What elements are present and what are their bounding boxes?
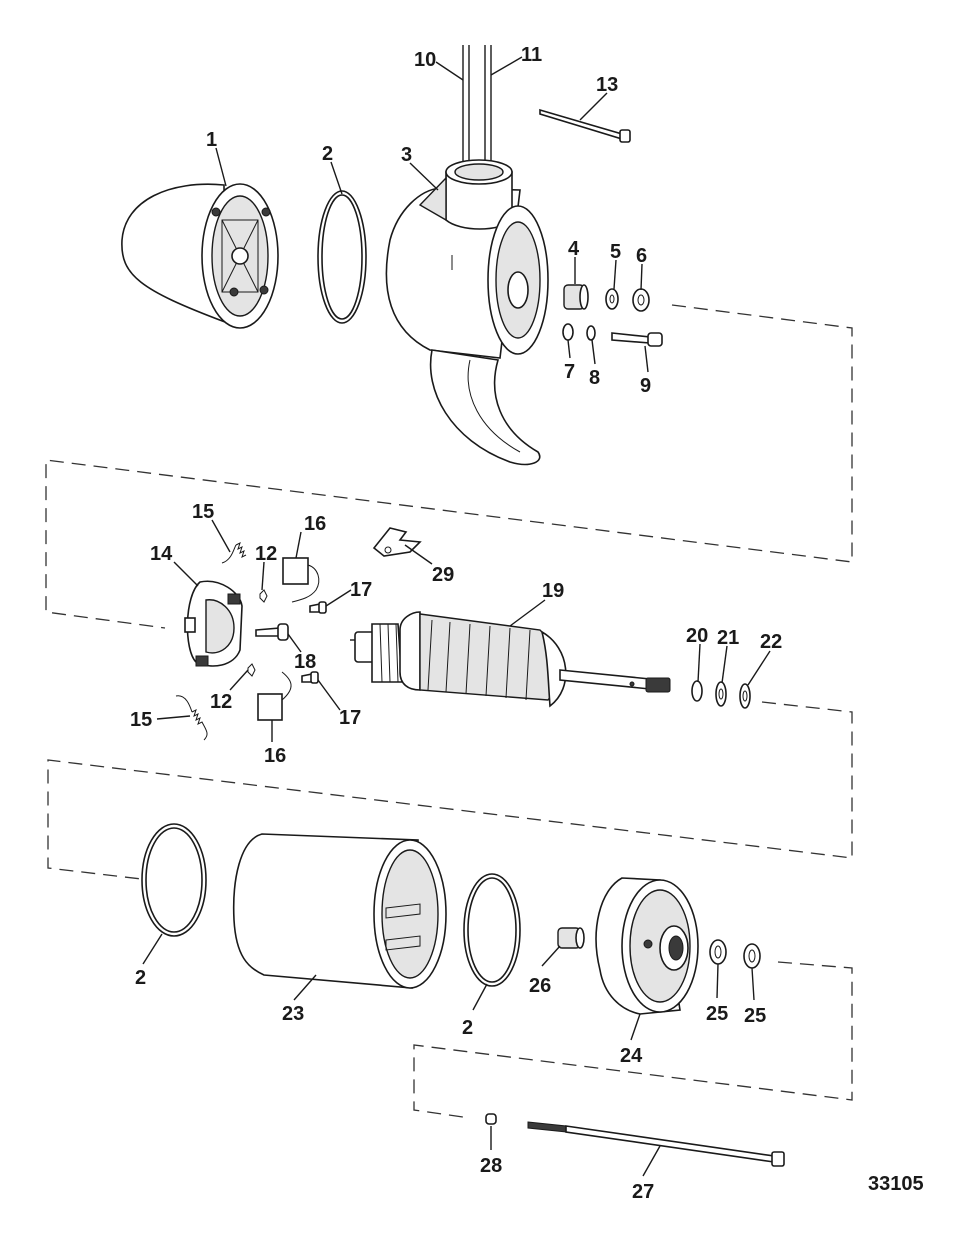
callout-24: 24 [620, 1045, 643, 1067]
callout-6: 6 [636, 245, 647, 267]
washer-6 [632, 288, 650, 312]
callout-17-bottom: 17 [339, 707, 361, 729]
callout-10: 10 [414, 49, 436, 71]
armature-19 [350, 611, 671, 708]
callout-2-top: 2 [322, 143, 333, 165]
callout-21: 21 [717, 627, 739, 649]
nut-7 [562, 323, 574, 341]
bushing-26 [557, 927, 585, 949]
motor-housing [385, 159, 549, 466]
motor-tube-23 [232, 833, 447, 989]
washer-22 [739, 683, 751, 709]
cable-pair [462, 45, 492, 170]
spring-15-top [221, 542, 247, 564]
callout-2-left: 2 [135, 967, 146, 989]
callout-16-top: 16 [304, 513, 326, 535]
bushing-4 [563, 284, 589, 310]
o-ring-middle [463, 873, 521, 987]
o-ring-top [317, 190, 367, 324]
screw-17-bottom [301, 671, 319, 684]
o-ring-left [141, 823, 207, 937]
callout-1: 1 [206, 129, 217, 151]
screw-9 [611, 332, 663, 347]
callout-7: 7 [564, 361, 575, 383]
leader-lines [142, 56, 771, 1177]
brush-plate-14 [184, 580, 243, 667]
callout-25-a: 25 [706, 1003, 728, 1025]
end-cap-24 [595, 877, 699, 1015]
screw-18 [255, 623, 289, 641]
callout-18: 18 [294, 651, 316, 673]
screw-17-top [309, 601, 327, 614]
callout-16-bottom: 16 [264, 745, 286, 767]
callout-17-top: 17 [350, 579, 372, 601]
callout-11: 11 [521, 44, 542, 66]
callout-23: 23 [282, 1003, 304, 1025]
callout-4: 4 [568, 238, 580, 260]
callout-25-b: 25 [744, 1005, 766, 1027]
callout-8: 8 [589, 367, 600, 389]
nose-cone [121, 183, 279, 329]
assembly-line-3 [413, 961, 853, 1119]
callout-22: 22 [760, 631, 782, 653]
brush-16-top [282, 557, 320, 603]
cable-tie [539, 108, 631, 143]
clip-12-top [259, 589, 268, 603]
washer-8 [586, 325, 596, 341]
callout-28: 28 [480, 1155, 502, 1177]
bearing-25-a [709, 939, 727, 965]
callout-9: 9 [640, 375, 651, 397]
washer-20 [691, 680, 703, 702]
callout-14: 14 [150, 543, 173, 565]
callout-27: 27 [632, 1181, 654, 1203]
clip-12-bottom [247, 663, 256, 677]
assembly-line-1 [45, 304, 853, 629]
spring-15-bottom [175, 695, 208, 741]
callout-12-bottom: 12 [210, 691, 232, 713]
through-bolt-27 [527, 1121, 785, 1167]
callout-15-bottom: 15 [130, 709, 152, 731]
callout-labels: 1 2 3 4 5 6 7 8 9 10 11 13 15 16 29 14 1… [130, 44, 782, 1203]
callout-26: 26 [529, 975, 551, 997]
callout-20: 20 [686, 625, 708, 647]
pin-28 [485, 1113, 497, 1125]
callout-19: 19 [542, 580, 564, 602]
callout-5: 5 [610, 241, 621, 263]
bracket-29 [372, 527, 422, 557]
washer-5 [605, 288, 619, 310]
bearing-25-b [743, 943, 761, 969]
figure-number: 33105 [868, 1173, 924, 1195]
washer-21 [715, 681, 727, 707]
brush-16-bottom [257, 671, 292, 721]
callout-2-middle: 2 [462, 1017, 473, 1039]
callout-12-top: 12 [255, 543, 277, 565]
callout-3: 3 [401, 144, 412, 166]
callout-15-top: 15 [192, 501, 214, 523]
callout-13: 13 [596, 74, 618, 96]
callout-29: 29 [432, 564, 454, 586]
assembly-line-2 [47, 701, 853, 881]
